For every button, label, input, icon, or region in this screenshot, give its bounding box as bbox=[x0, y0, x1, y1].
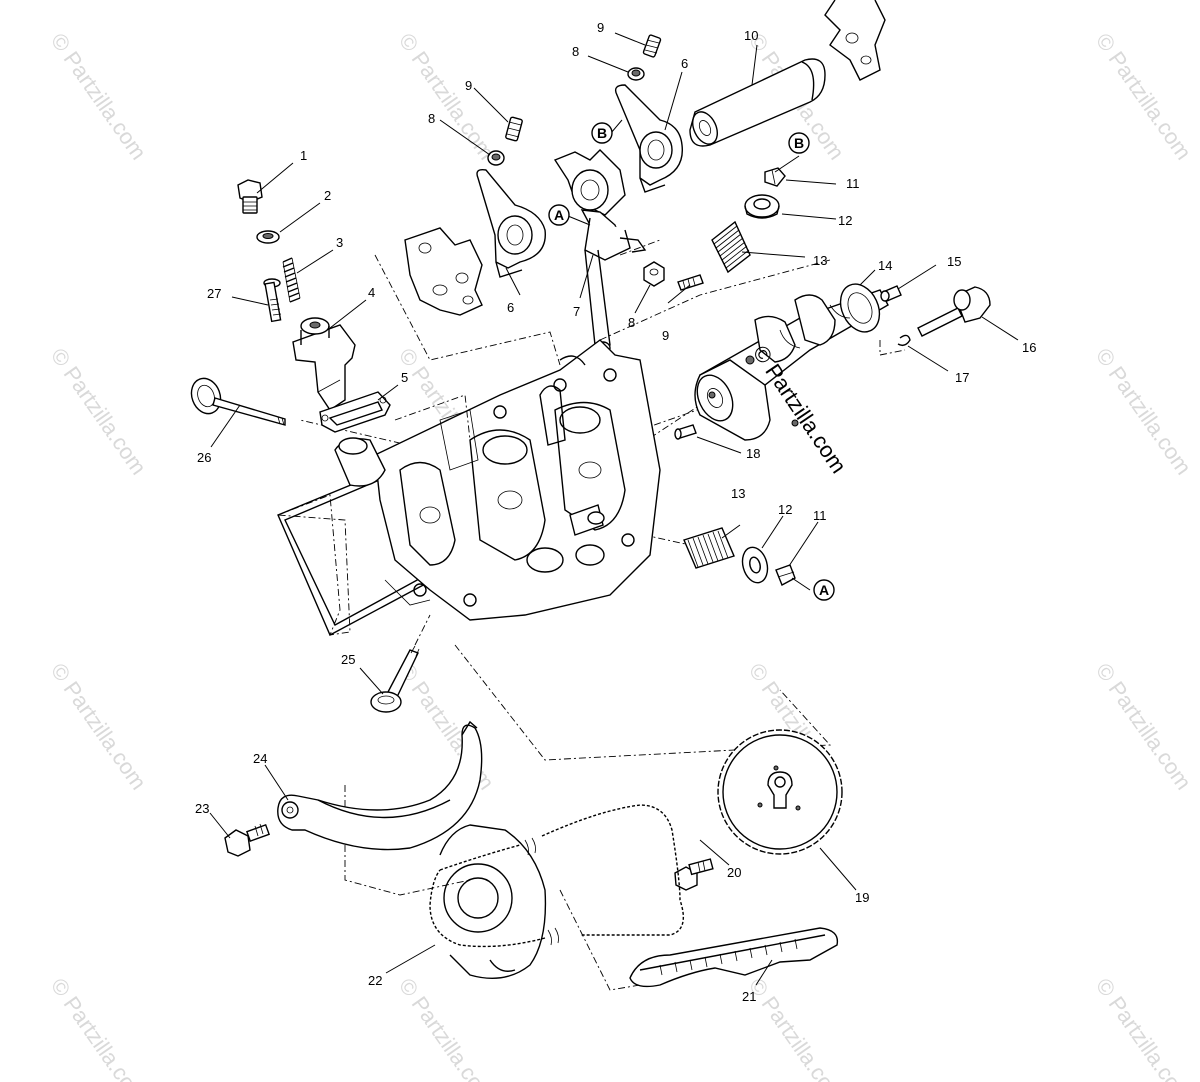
callout-a: A bbox=[813, 579, 835, 601]
part-label: 8 bbox=[428, 111, 435, 126]
part-label: 13 bbox=[731, 486, 745, 501]
adjust-screw-part-9-top bbox=[642, 34, 662, 58]
part-label: 9 bbox=[465, 78, 472, 93]
watermark-text: © Partzilla.com bbox=[46, 344, 152, 480]
part-label: 6 bbox=[507, 300, 514, 315]
camshaft-part-14 bbox=[694, 283, 889, 441]
part-label: 3 bbox=[336, 235, 343, 250]
part-number-labels: 1 2 3 4 5 6 6 7 8 8 8 9 9 9 10 11 11 12 … bbox=[195, 20, 1036, 1004]
watermark-text: © Partzilla.com bbox=[394, 29, 500, 165]
pivot-tube-part-10 bbox=[689, 58, 826, 147]
watermark-text: © Partzilla.com bbox=[46, 974, 152, 1082]
timing-chain-part-22 bbox=[429, 804, 684, 948]
watermark-text: © Partzilla.com bbox=[46, 659, 152, 795]
bolt-part-23 bbox=[224, 823, 271, 857]
callout-b-text: B bbox=[597, 125, 607, 141]
bolt-part-27 bbox=[263, 278, 282, 323]
valve-spring-part-13-upper bbox=[711, 220, 751, 274]
valve-part-26 bbox=[190, 377, 286, 426]
part-label: 1 bbox=[300, 148, 307, 163]
valve-retainer-part-12-upper bbox=[744, 194, 780, 219]
chain-guide-part-24 bbox=[277, 720, 483, 851]
valve-keeper-part-11-lower bbox=[775, 564, 796, 586]
watermark-text: © Partzilla.com bbox=[1091, 974, 1197, 1082]
part-label: 21 bbox=[742, 989, 756, 1004]
part-label: 13 bbox=[813, 253, 827, 268]
callout-b-text: B bbox=[794, 135, 804, 151]
bolt-part-1 bbox=[237, 179, 263, 214]
part-label: 8 bbox=[572, 44, 579, 59]
part-label: 16 bbox=[1022, 340, 1036, 355]
part-label: 11 bbox=[813, 508, 827, 523]
valve-keeper-part-11-upper bbox=[764, 167, 786, 187]
callout-labels: A A B B bbox=[548, 122, 835, 601]
callout-b: B bbox=[591, 122, 613, 144]
nut-part-8-top bbox=[627, 67, 645, 81]
nut-part-8-low bbox=[643, 261, 665, 287]
part-label: 12 bbox=[778, 502, 792, 517]
decompression-shaft-part-16 bbox=[917, 286, 991, 337]
adjust-screw-part-9-low bbox=[677, 274, 704, 291]
part-label: 10 bbox=[744, 28, 758, 43]
watermark-text: © Partzilla.com bbox=[394, 974, 500, 1082]
part-label: 27 bbox=[207, 286, 221, 301]
part-label: 14 bbox=[878, 258, 892, 273]
callout-b: B bbox=[788, 132, 810, 154]
dowel-pin-part-18 bbox=[674, 424, 697, 440]
valve-part-25 bbox=[370, 614, 431, 713]
part-label: 18 bbox=[746, 446, 760, 461]
callout-a: A bbox=[548, 204, 570, 226]
part-label: 11 bbox=[846, 176, 860, 191]
rocker-cover-piece bbox=[404, 227, 483, 316]
part-label: 15 bbox=[947, 254, 961, 269]
callout-a-text: A bbox=[819, 582, 829, 598]
casting-fragment-top-right bbox=[824, 0, 886, 81]
watermark-text: © Partzilla.com bbox=[1091, 29, 1197, 165]
spring-clip-part-17 bbox=[897, 334, 911, 347]
part-label: 5 bbox=[401, 370, 408, 385]
valve-retainer-part-12-lower bbox=[741, 546, 769, 584]
watermark-text: © Partzilla.com bbox=[394, 659, 500, 795]
crank-sprocket-housing bbox=[439, 824, 547, 980]
watermark-text: © Partzilla.com bbox=[46, 29, 152, 165]
adjust-screw-part-9-mid bbox=[505, 116, 523, 142]
part-label: 9 bbox=[597, 20, 604, 35]
pin-part-15 bbox=[880, 285, 902, 302]
chain-guide-part-21 bbox=[629, 927, 839, 988]
watermark-text: © Partzilla.com bbox=[744, 974, 850, 1082]
leader-lines bbox=[209, 32, 1019, 986]
bolt-part-20 bbox=[674, 858, 714, 891]
part-label: 12 bbox=[838, 213, 852, 228]
part-label: 9 bbox=[662, 328, 669, 343]
part-label: 22 bbox=[368, 973, 382, 988]
part-label: 2 bbox=[324, 188, 331, 203]
part-label: 19 bbox=[855, 890, 869, 905]
chain-tensioner-part-4 bbox=[292, 317, 356, 411]
part-label: 24 bbox=[253, 751, 267, 766]
part-label: 7 bbox=[573, 304, 580, 319]
part-label: 8 bbox=[628, 315, 635, 330]
part-label: 4 bbox=[368, 285, 375, 300]
part-label: 25 bbox=[341, 652, 355, 667]
cam-sprocket-part-19 bbox=[717, 729, 843, 855]
part-label: 17 bbox=[955, 370, 969, 385]
part-label: 23 bbox=[195, 801, 209, 816]
cylinder-head bbox=[277, 339, 661, 636]
rocker-arm-part-6-lower bbox=[476, 168, 546, 278]
watermark-text: © Partzilla.com bbox=[1091, 659, 1197, 795]
valve-spring-part-13-lower bbox=[683, 527, 735, 569]
nut-part-8-mid bbox=[487, 150, 505, 166]
spring-part-3 bbox=[282, 257, 301, 303]
rocker-arm-part-6-upper bbox=[614, 84, 684, 193]
part-label: 20 bbox=[727, 865, 741, 880]
part-label: 6 bbox=[681, 56, 688, 71]
callout-a-text: A bbox=[554, 207, 564, 223]
watermark-text: © Partzilla.com bbox=[1091, 344, 1197, 480]
part-label: 26 bbox=[197, 450, 211, 465]
gasket-part-5 bbox=[319, 391, 391, 433]
washer-part-2 bbox=[256, 230, 280, 244]
